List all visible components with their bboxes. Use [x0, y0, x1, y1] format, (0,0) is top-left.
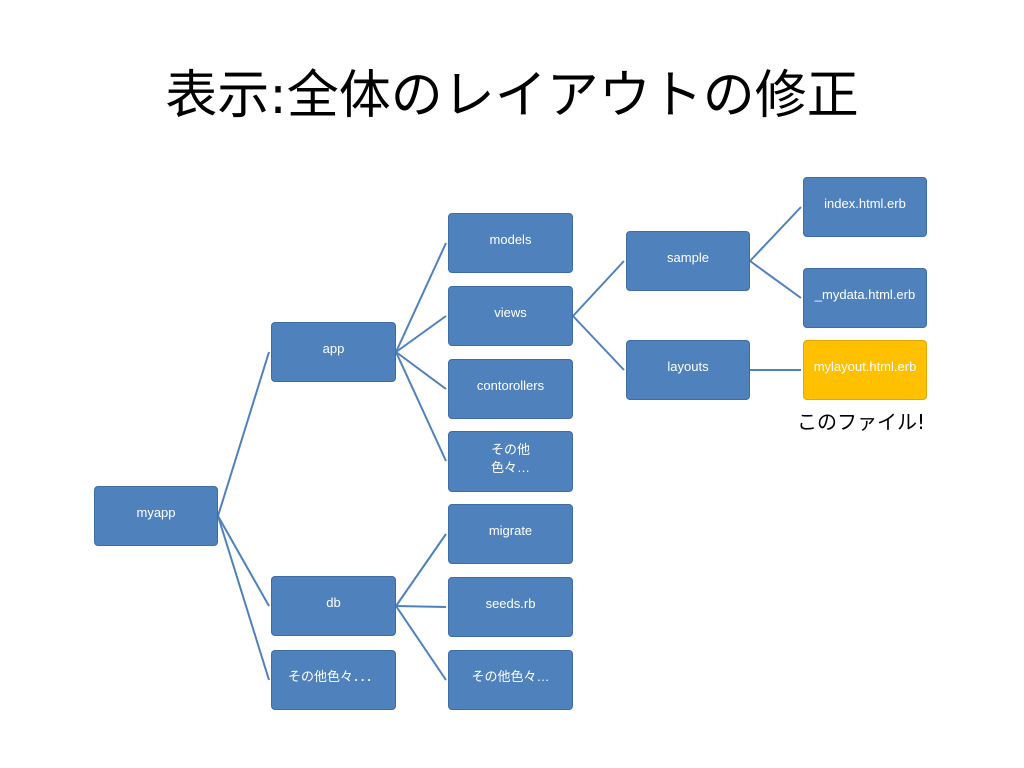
connector-sample-mydata	[749, 260, 802, 299]
connector-sample-index	[749, 206, 802, 262]
node-migrate[interactable]: migrate	[448, 504, 573, 564]
node-layouts[interactable]: layouts	[626, 340, 750, 400]
node-myapp-other[interactable]: その他色々．．．	[271, 650, 396, 710]
connector-myapp-app	[217, 351, 270, 517]
node-controllers[interactable]: contorollers	[448, 359, 573, 419]
node-views[interactable]: views	[448, 286, 573, 346]
node-myapp[interactable]: myapp	[94, 486, 218, 546]
connector-myapp-other	[217, 515, 270, 681]
connector-views-layouts	[572, 315, 625, 371]
node-app[interactable]: app	[271, 322, 396, 382]
connector-app-other	[395, 351, 447, 462]
node-seeds[interactable]: seeds.rb	[448, 577, 573, 637]
node-sample[interactable]: sample	[626, 231, 750, 291]
annotation-this-file: このファイル!	[797, 410, 926, 434]
connector-views-sample	[572, 260, 625, 317]
node-db-other[interactable]: その他色々…	[448, 650, 573, 710]
connector-app-models	[395, 242, 447, 353]
connector-db-seeds	[395, 605, 447, 608]
connector-db-other	[395, 605, 447, 681]
connector-app-controllers	[395, 351, 447, 390]
node-index-html-erb[interactable]: index.html.erb	[803, 177, 927, 237]
node-mylayout-html-erb[interactable]: mylayout.html.erb	[803, 340, 927, 400]
connector-app-views	[395, 315, 447, 353]
connector-db-migrate	[395, 533, 447, 607]
node-db[interactable]: db	[271, 576, 396, 636]
node-mydata-html-erb[interactable]: _mydata.html.erb	[803, 268, 927, 328]
connector-myapp-db	[217, 515, 270, 607]
node-app-other[interactable]: その他 色々…	[448, 431, 573, 492]
node-models[interactable]: models	[448, 213, 573, 273]
slide-title: 表示:全体のレイアウトの修正	[165, 66, 859, 126]
